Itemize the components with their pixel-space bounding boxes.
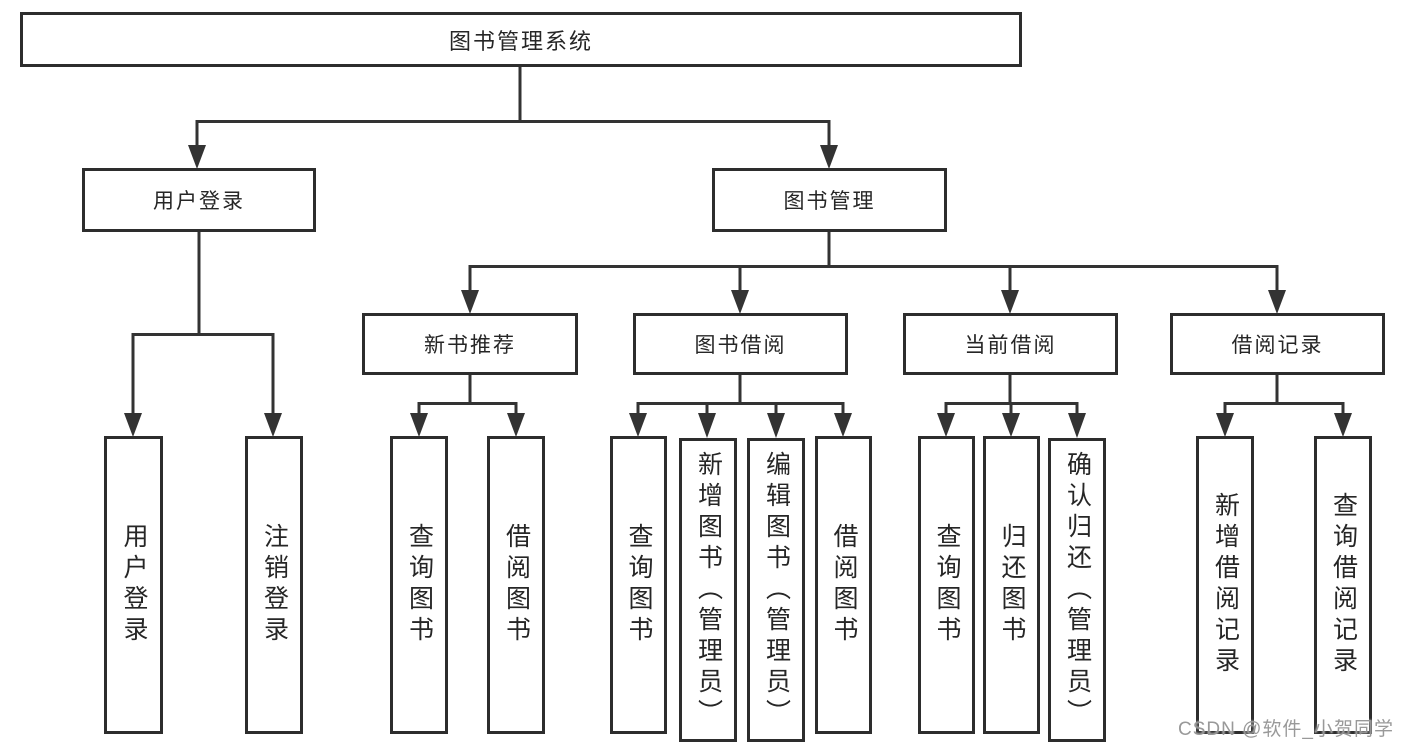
leaf-current-return-books: 归还图书 (983, 436, 1040, 734)
node-label: 查询借阅记录 (1329, 492, 1358, 678)
node-user-login: 用户登录 (82, 168, 316, 232)
leaf-newrec-query-books: 查询图书 (390, 436, 448, 734)
node-book-borrowing: 图书借阅 (633, 313, 848, 375)
node-label: 查询图书 (625, 523, 653, 647)
leaf-borrowing-query-books: 查询图书 (610, 436, 667, 734)
node-label: 查询图书 (933, 523, 961, 647)
leaf-user-login: 用户登录 (104, 436, 163, 734)
leaf-logout: 注销登录 (245, 436, 303, 734)
leaf-borrowing-add-books-admin: 新增图书（管理员） (679, 438, 737, 742)
node-label: 新书推荐 (424, 334, 516, 357)
node-label: 归还图书 (998, 523, 1026, 647)
leaf-current-confirm-return-admin: 确认归还（管理员） (1048, 438, 1106, 742)
node-new-book-recommend: 新书推荐 (362, 313, 578, 375)
node-label: 借阅图书 (830, 523, 858, 647)
node-label: 图书借阅 (694, 334, 787, 357)
leaf-records-add-record: 新增借阅记录 (1196, 436, 1254, 734)
node-label: 当前借阅 (964, 334, 1057, 357)
node-label: 用户登录 (120, 523, 148, 647)
leaf-records-query-record: 查询借阅记录 (1314, 436, 1372, 734)
node-label: 注销登录 (260, 523, 289, 647)
leaf-borrowing-edit-books-admin: 编辑图书（管理员） (747, 438, 805, 742)
node-label: 编辑图书（管理员） (762, 450, 791, 730)
node-label: 图书管理 (783, 190, 876, 213)
node-label: 借阅记录 (1231, 334, 1324, 357)
node-label: 借阅图书 (502, 523, 531, 647)
node-current-borrowing: 当前借阅 (903, 313, 1118, 375)
csdn-watermark: CSDN @软件_小贺同学 (1178, 719, 1394, 740)
node-label: 确认归还（管理员） (1063, 450, 1092, 730)
node-label: 图书管理系统 (448, 28, 593, 54)
leaf-current-query-books: 查询图书 (918, 436, 975, 734)
node-book-management: 图书管理 (712, 168, 947, 232)
node-label: 新增借阅记录 (1211, 492, 1240, 678)
node-label: 新增图书（管理员） (694, 450, 723, 730)
node-label: 查询图书 (405, 523, 434, 647)
node-library-management-system: 图书管理系统 (20, 12, 1022, 67)
leaf-newrec-borrow-books: 借阅图书 (487, 436, 545, 734)
node-label: 用户登录 (153, 190, 245, 213)
node-borrowing-records: 借阅记录 (1170, 313, 1385, 375)
leaf-borrowing-borrow-books: 借阅图书 (815, 436, 872, 734)
